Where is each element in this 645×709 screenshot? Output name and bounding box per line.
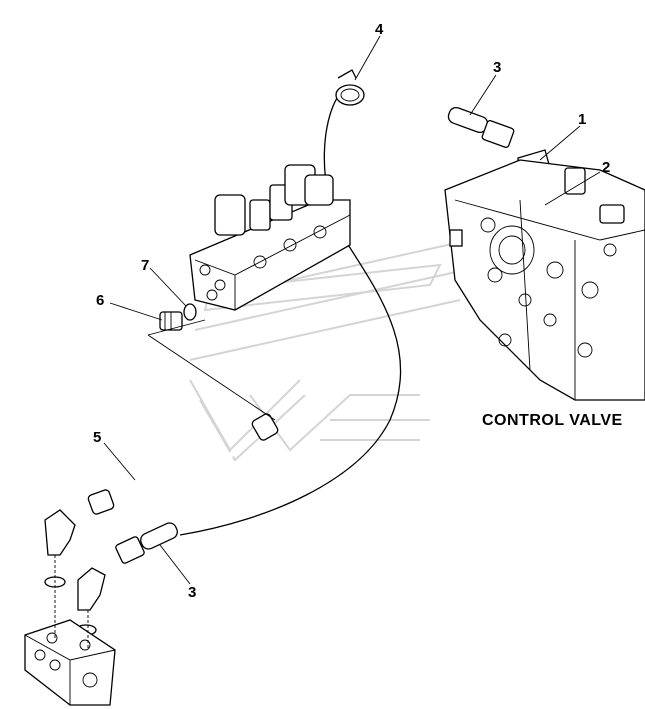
control-valve-block: [444, 159, 645, 401]
callout-1: 1: [578, 111, 586, 128]
hose-clamp-4: [335, 69, 365, 106]
main-hose: [179, 87, 402, 536]
manifold-block: [24, 619, 116, 706]
o-ring-7: [183, 303, 197, 321]
callout-2: 2: [602, 159, 610, 176]
elbow-fitting-lower-right: [75, 567, 106, 636]
callout-3-top: 3: [493, 59, 501, 76]
hose-fitting-3-bottom: [115, 522, 178, 564]
callout-7: 7: [141, 257, 149, 274]
control-valve-caption: CONTROL VALVE: [482, 412, 623, 429]
callout-3-bottom: 3: [188, 584, 196, 601]
connector-6: [159, 311, 183, 331]
callout-4: 4: [375, 21, 384, 38]
callout-6: 6: [96, 292, 104, 309]
hose-fitting-3-top: [447, 106, 515, 148]
elbow-fitting-lower-left: [44, 509, 76, 588]
assembly-leader-line: [147, 319, 276, 421]
callout-5: 5: [93, 429, 101, 446]
pipe-assembly-5: [87, 413, 279, 515]
solenoid-valve-block: [189, 164, 351, 311]
leader-lines: [103, 35, 601, 585]
